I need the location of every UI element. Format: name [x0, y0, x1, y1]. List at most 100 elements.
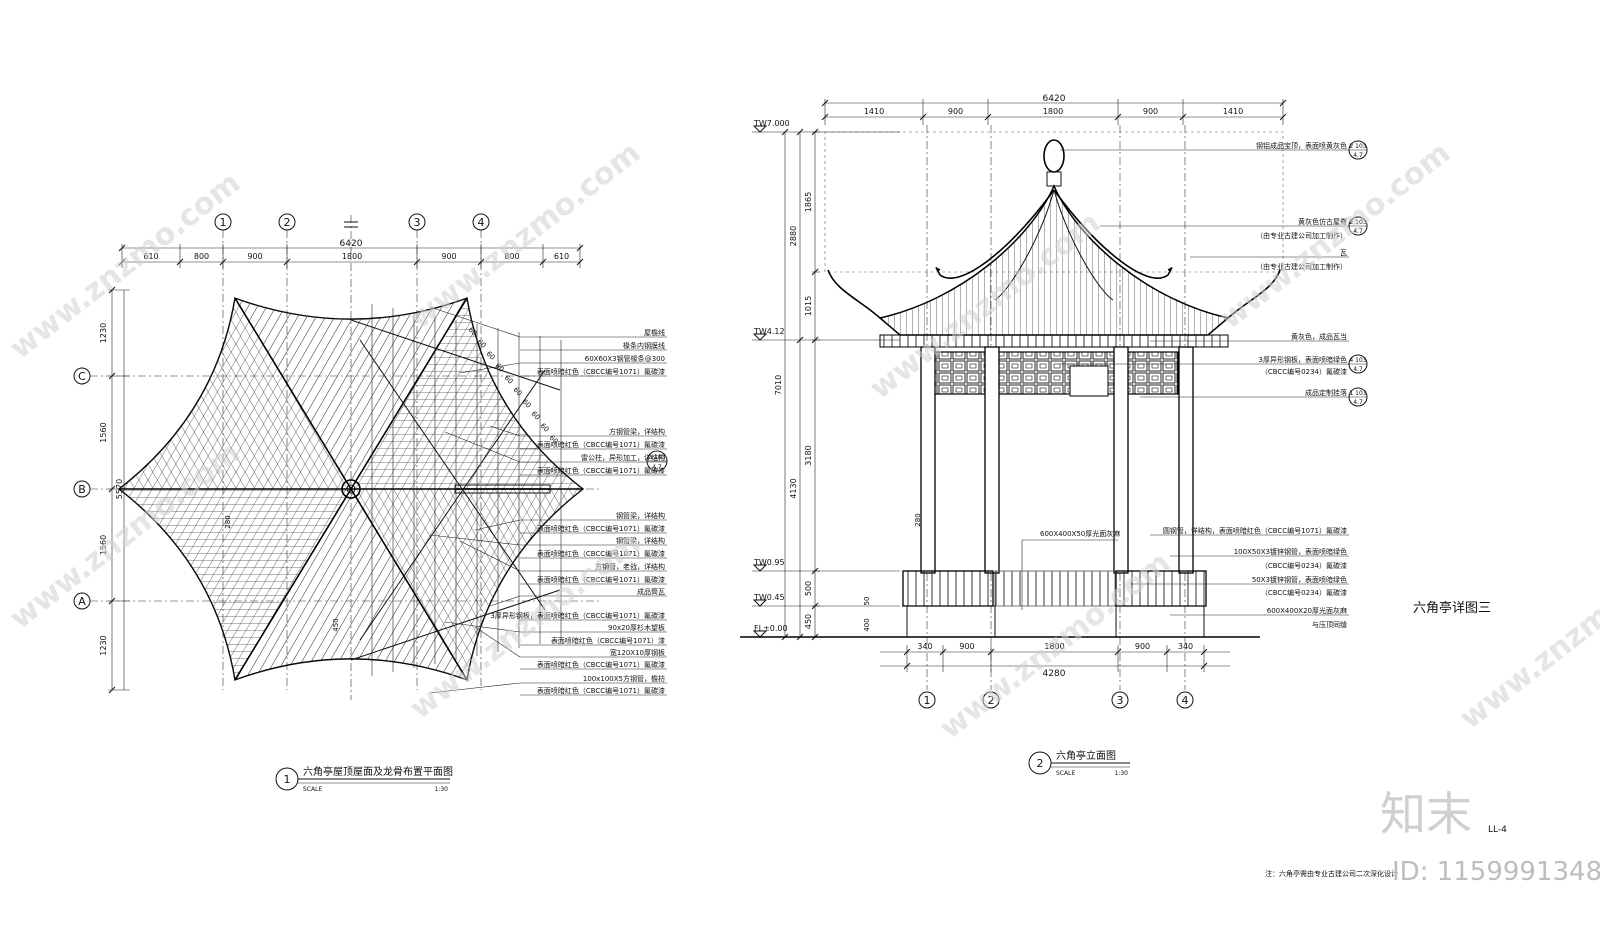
- dim-tick: [1279, 113, 1287, 121]
- dim-text: 1230: [99, 635, 108, 655]
- sheet-code: LL-4: [1488, 825, 1507, 835]
- scale-label: SCALE: [1056, 770, 1075, 777]
- beam-main: [454, 484, 551, 494]
- leader-line: [489, 425, 521, 437]
- dim-tick: [811, 567, 819, 575]
- level-marker: [752, 564, 768, 572]
- dim-text: 450: [804, 614, 813, 629]
- axis-label: 3: [414, 216, 421, 229]
- callout-note: 90x20厚杉木望板: [608, 623, 665, 632]
- level-marker: [752, 333, 768, 341]
- dim-text: 1865: [804, 192, 813, 212]
- beam: [359, 339, 546, 611]
- dim-text: 1410: [864, 107, 884, 116]
- watermark-text: www.znzmo.com: [1453, 535, 1600, 736]
- dim-tick: [796, 128, 804, 136]
- level-label: TW7.000: [753, 119, 790, 128]
- callout-note: （CBCC编号0234）氟碳漆: [1261, 561, 1347, 570]
- dim-text: 1560: [99, 422, 108, 442]
- detail-callout-num: 4 103: [1349, 357, 1366, 364]
- dim-tick: [939, 648, 947, 656]
- callout-note: 钢管梁，详结构: [616, 536, 665, 545]
- roof-sector: [350, 297, 585, 490]
- dim-text: 280: [914, 513, 922, 526]
- callout-note: 表面喷暗红色（CBCC编号1071）氟碳漆: [537, 524, 665, 533]
- detail-callout-sheet: 4.7: [1353, 152, 1363, 159]
- dim-text: 450: [332, 618, 340, 631]
- callout-note: 成品定制挂落: [1305, 388, 1347, 397]
- axis-label: 4: [1182, 694, 1189, 707]
- level-marker: [752, 125, 768, 133]
- watermark-text: www.znzmo.com: [403, 135, 647, 336]
- callout-note: 圆钢管，详结构，表面喷暗红色（CBCC编号1071）氟碳漆: [1163, 526, 1347, 535]
- dim-tick: [811, 336, 819, 344]
- leader-line: [459, 540, 521, 572]
- axis-label: 4: [478, 216, 485, 229]
- dim-tick: [796, 336, 804, 344]
- callout-note: 表面喷暗红色（CBCC编号1071）漆: [551, 636, 665, 645]
- axis-label: B: [78, 483, 86, 496]
- dim-text: 900: [441, 252, 456, 261]
- dim-text: 60: [512, 386, 524, 398]
- level-marker: [752, 599, 768, 607]
- dim-text: 60: [467, 326, 479, 338]
- callout-note: 60X60X3钢管椽条@300: [585, 354, 665, 363]
- dim-tick: [1200, 648, 1208, 656]
- axis-label: 2: [284, 216, 291, 229]
- dim-tick: [821, 113, 829, 121]
- callout-note: 表面喷暗红色（CBCC编号1071）氟碳漆: [537, 367, 665, 376]
- callout-note: 50X3镀锌钢管，表面喷暗绿色: [1252, 575, 1347, 584]
- leader-line: [429, 534, 521, 546]
- callout-note: 100x100X5方钢管，檐枋: [583, 674, 665, 683]
- roof-sector: [117, 297, 352, 490]
- dim-text: 6420: [1043, 94, 1066, 104]
- dim-text: 1800: [1044, 642, 1064, 651]
- scale-value: 1:30: [1115, 770, 1129, 777]
- roof-eave-left: [827, 269, 881, 319]
- axis-label: 1: [220, 216, 227, 229]
- scale-label: SCALE: [303, 786, 322, 793]
- king-post: [341, 479, 361, 499]
- watermark-id: ID: 1159991348: [1392, 857, 1600, 887]
- dim-text: 610: [143, 252, 158, 261]
- dim-text: 4130: [789, 478, 798, 498]
- watermark-text: www.znzmo.com: [3, 165, 247, 366]
- callout-note: 表面喷暗红色（CBCC编号1071）氟碳漆: [537, 660, 665, 669]
- axis-bubble: [982, 691, 1000, 709]
- dim-tick: [781, 128, 789, 136]
- axis-label: 1: [924, 694, 931, 707]
- dim-text: 400: [863, 618, 871, 631]
- detail-callout-num: 2 103: [1349, 143, 1366, 150]
- base-left: [906, 605, 996, 638]
- dim-tick: [1279, 99, 1287, 107]
- king-post-inner: [346, 484, 356, 494]
- detail-callout-num: 2 103: [1349, 219, 1366, 226]
- dim-tick: [821, 99, 829, 107]
- callout-note: 与压顶同缝: [1312, 620, 1347, 629]
- roof-sector: [350, 488, 585, 681]
- dim-text: 2880: [789, 226, 798, 246]
- callout-note: （CBCC编号0234）氟碳漆: [1261, 588, 1347, 597]
- dim-tick: [1114, 648, 1122, 656]
- dim-tick: [108, 286, 116, 294]
- dim-tick: [176, 258, 184, 266]
- dim-text: 800: [194, 252, 209, 261]
- hip-ridge: [350, 488, 468, 681]
- dim-text: 60: [503, 374, 515, 386]
- roof-finial: [1043, 139, 1065, 173]
- center-callout: 600X400X50厚光面灰麻: [1040, 529, 1120, 538]
- leader-line: [459, 362, 521, 374]
- axis-label: A: [78, 595, 86, 608]
- dim-text: 60: [530, 410, 542, 422]
- callout-note: 600X400X20厚光面灰麻: [1267, 606, 1347, 615]
- dim-tick: [108, 686, 116, 694]
- dim-text: 900: [247, 252, 262, 261]
- callout-note: 雷公柱，异形加工，详结构: [581, 453, 665, 462]
- callout-note: 表面喷暗红色（CBCC编号1071）氟碳漆: [537, 466, 665, 475]
- axis-label: 2: [1037, 757, 1044, 770]
- callout-note: （CBCC编号0234）氟碳漆: [1261, 367, 1347, 376]
- dim-text: 4280: [1043, 669, 1066, 679]
- dim-text: 500: [804, 581, 813, 596]
